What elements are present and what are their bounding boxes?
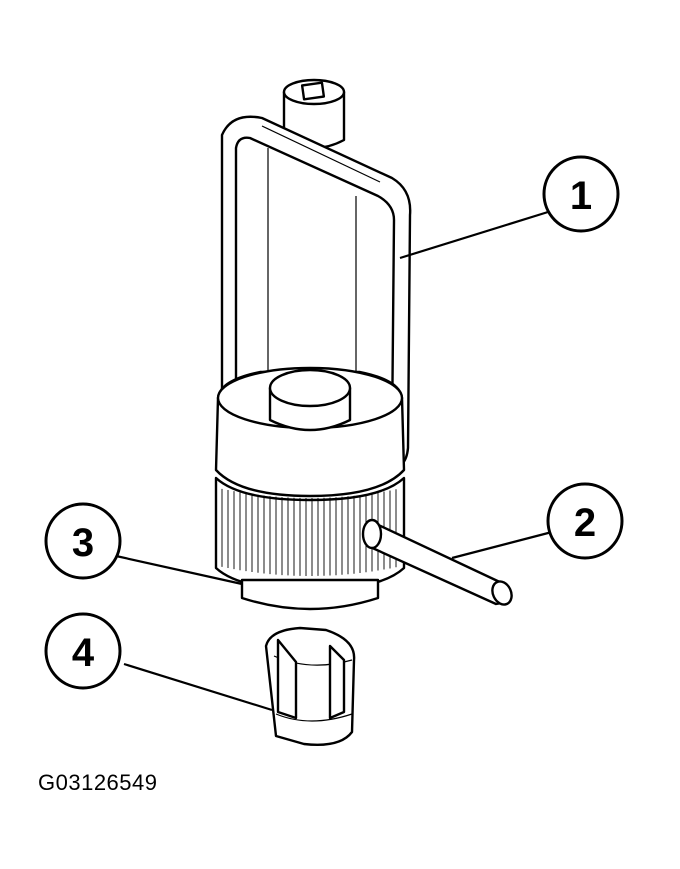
callout-1: 1 [542,155,620,233]
leader-1 [399,210,549,260]
leader-lines [115,210,553,712]
callout-2: 2 [546,482,624,560]
body-part [214,366,406,611]
leader-3 [115,554,243,586]
svg-text:1: 1 [570,174,592,218]
figure-id-label: G03126549 [38,770,158,795]
callout-3: 3 [44,502,122,580]
svg-text:4: 4 [72,631,95,675]
svg-text:3: 3 [72,521,94,565]
handle-pin-part [361,518,513,606]
svg-text:2: 2 [574,501,596,545]
leader-2 [451,530,553,560]
callout-4: 4 [44,612,122,690]
split-sleeve-part [264,626,356,746]
frame-part [220,78,412,470]
leader-4 [123,662,273,712]
